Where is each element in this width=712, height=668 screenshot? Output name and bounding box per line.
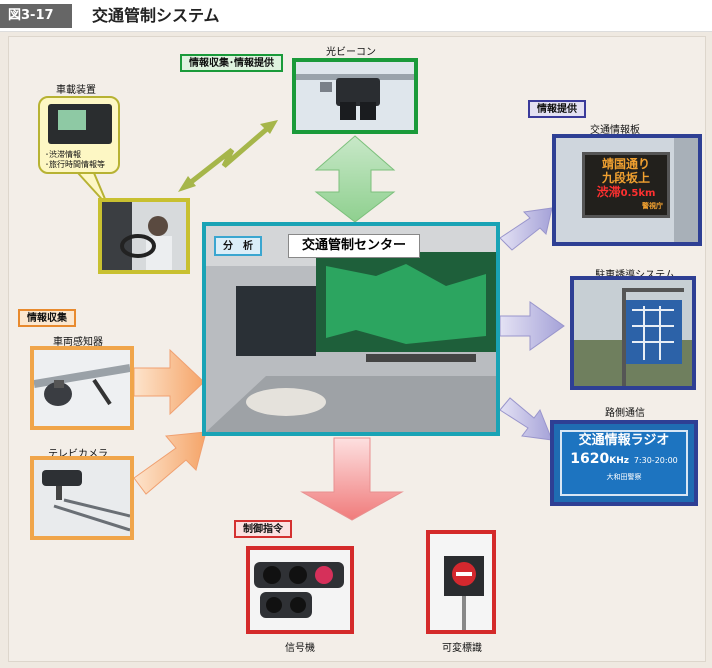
tag-analysis: 分 析 [214,236,262,256]
parking-guide-image [570,276,696,390]
driver-in-car-icon [102,202,186,270]
signal-label: 信号機 [270,639,330,654]
red-down-arrow [302,438,402,520]
traffic-board-image: 靖国通り 九段坂上 渋滞0.5km 警視庁 [552,134,702,246]
wireless-zigzag-arrow [186,128,268,186]
blue-arrow-parking [500,302,564,350]
bubble-line-2: ･旅行時間情報等 [45,160,105,170]
orange-arrow-detector [134,350,204,414]
onboard-image [98,198,190,274]
message-sign: 靖国通り 九段坂上 渋滞0.5km 警視庁 [582,152,670,218]
variable-sign-icon [430,534,492,630]
blue-arrow-radio [500,398,552,440]
variable-sign-label: 可変標識 [432,639,492,654]
control-center: 分 析 交通管制センター [202,222,500,436]
signal-image [246,546,354,634]
variable-sign-image [426,530,496,634]
tag-control: 制御指令 [234,520,292,538]
navi-unit-icon [48,104,112,144]
vehicle-detector-icon [34,350,130,426]
roadside-comm-label: 路側通信 [596,404,654,419]
radio-sign: 交通情報ラジオ 1620KHz 7:30-20:00 大和田警察 [560,430,688,496]
onboard-label: 車載装置 [46,81,106,96]
tag-collect-provide: 情報収集･情報提供 [180,54,283,72]
optical-beacon-icon [296,62,414,130]
bubble-line-1: ･渋滞情報 [45,150,105,160]
vehicle-detector-image [30,346,134,430]
green-double-arrow [316,136,394,222]
orange-arrow-camera [134,432,206,494]
tag-provide: 情報提供 [528,100,586,118]
beacon-image [292,58,418,134]
tv-camera-icon [34,460,130,536]
blue-arrow-board [500,208,552,250]
onboard-bubble: ･渋滞情報 ･旅行時間情報等 [38,96,120,174]
center-title: 交通管制センター [288,234,420,258]
tv-camera-image [30,456,134,540]
traffic-signal-icon [250,550,350,630]
tag-collect: 情報収集 [18,309,76,327]
roadside-radio-image: 交通情報ラジオ 1620KHz 7:30-20:00 大和田警察 [550,420,698,506]
parking-guidance-sign-icon [574,280,692,386]
beacon-label: 光ビーコン [316,43,386,58]
